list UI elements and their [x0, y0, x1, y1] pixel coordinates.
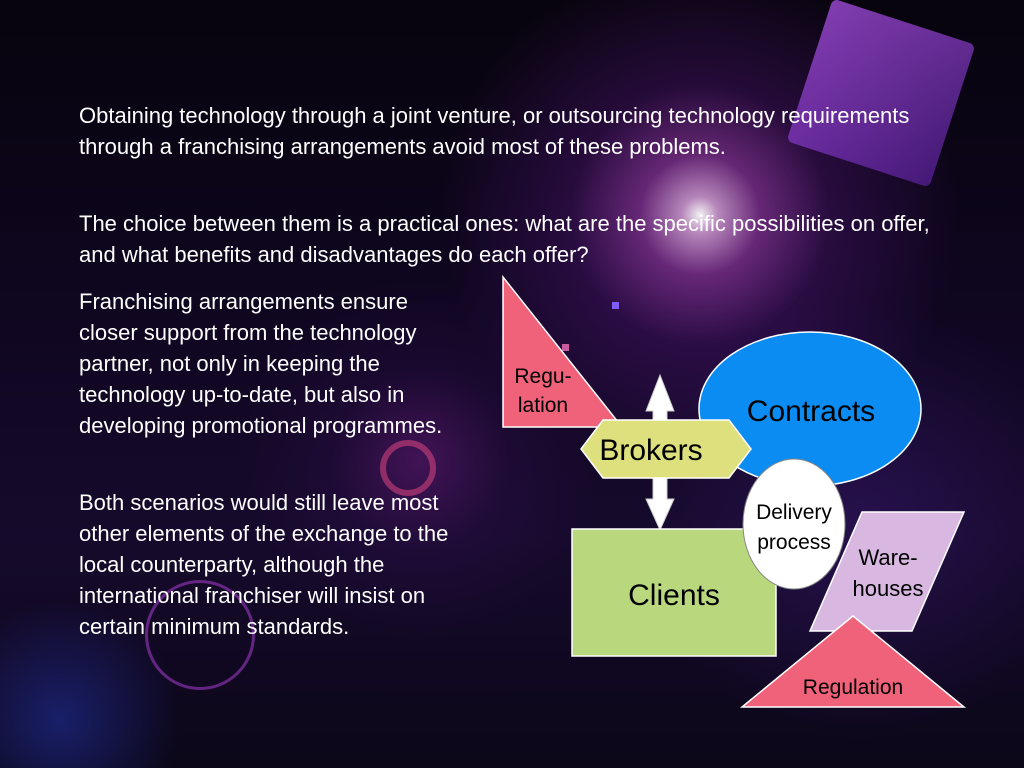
regulation-top-label-line2: lation: [518, 394, 568, 417]
paragraph-choice: The choice between them is a practical o…: [79, 211, 930, 267]
delivery-label-line1: Delivery: [756, 501, 832, 524]
warehouses-label-line1: Ware-: [858, 545, 917, 570]
clients-box: [571, 528, 777, 657]
regulation-bottom-label: Regulation: [803, 676, 903, 699]
warehouses-parallelogram: [808, 511, 966, 632]
warehouses-label-line2: houses: [853, 576, 924, 601]
paragraph-scenarios: Both scenarios would still leave most ot…: [79, 490, 449, 639]
brokers-hexagon: [580, 419, 752, 479]
delivery-process-ellipse: [742, 458, 846, 590]
contracts-label: Contracts: [747, 395, 875, 428]
regulation-top-label-line1: Regu-: [514, 365, 571, 388]
delivery-label-line2: process: [757, 531, 831, 554]
clients-label: Clients: [628, 579, 720, 612]
brokers-label: Brokers: [599, 434, 702, 467]
regulation-top-triangle: [502, 274, 624, 428]
regulation-bottom-triangle: [739, 615, 967, 708]
paragraph-franchising: Franchising arrangements ensure closer s…: [79, 289, 443, 438]
paragraph-joint-venture: Obtaining technology through a joint ven…: [79, 103, 910, 159]
